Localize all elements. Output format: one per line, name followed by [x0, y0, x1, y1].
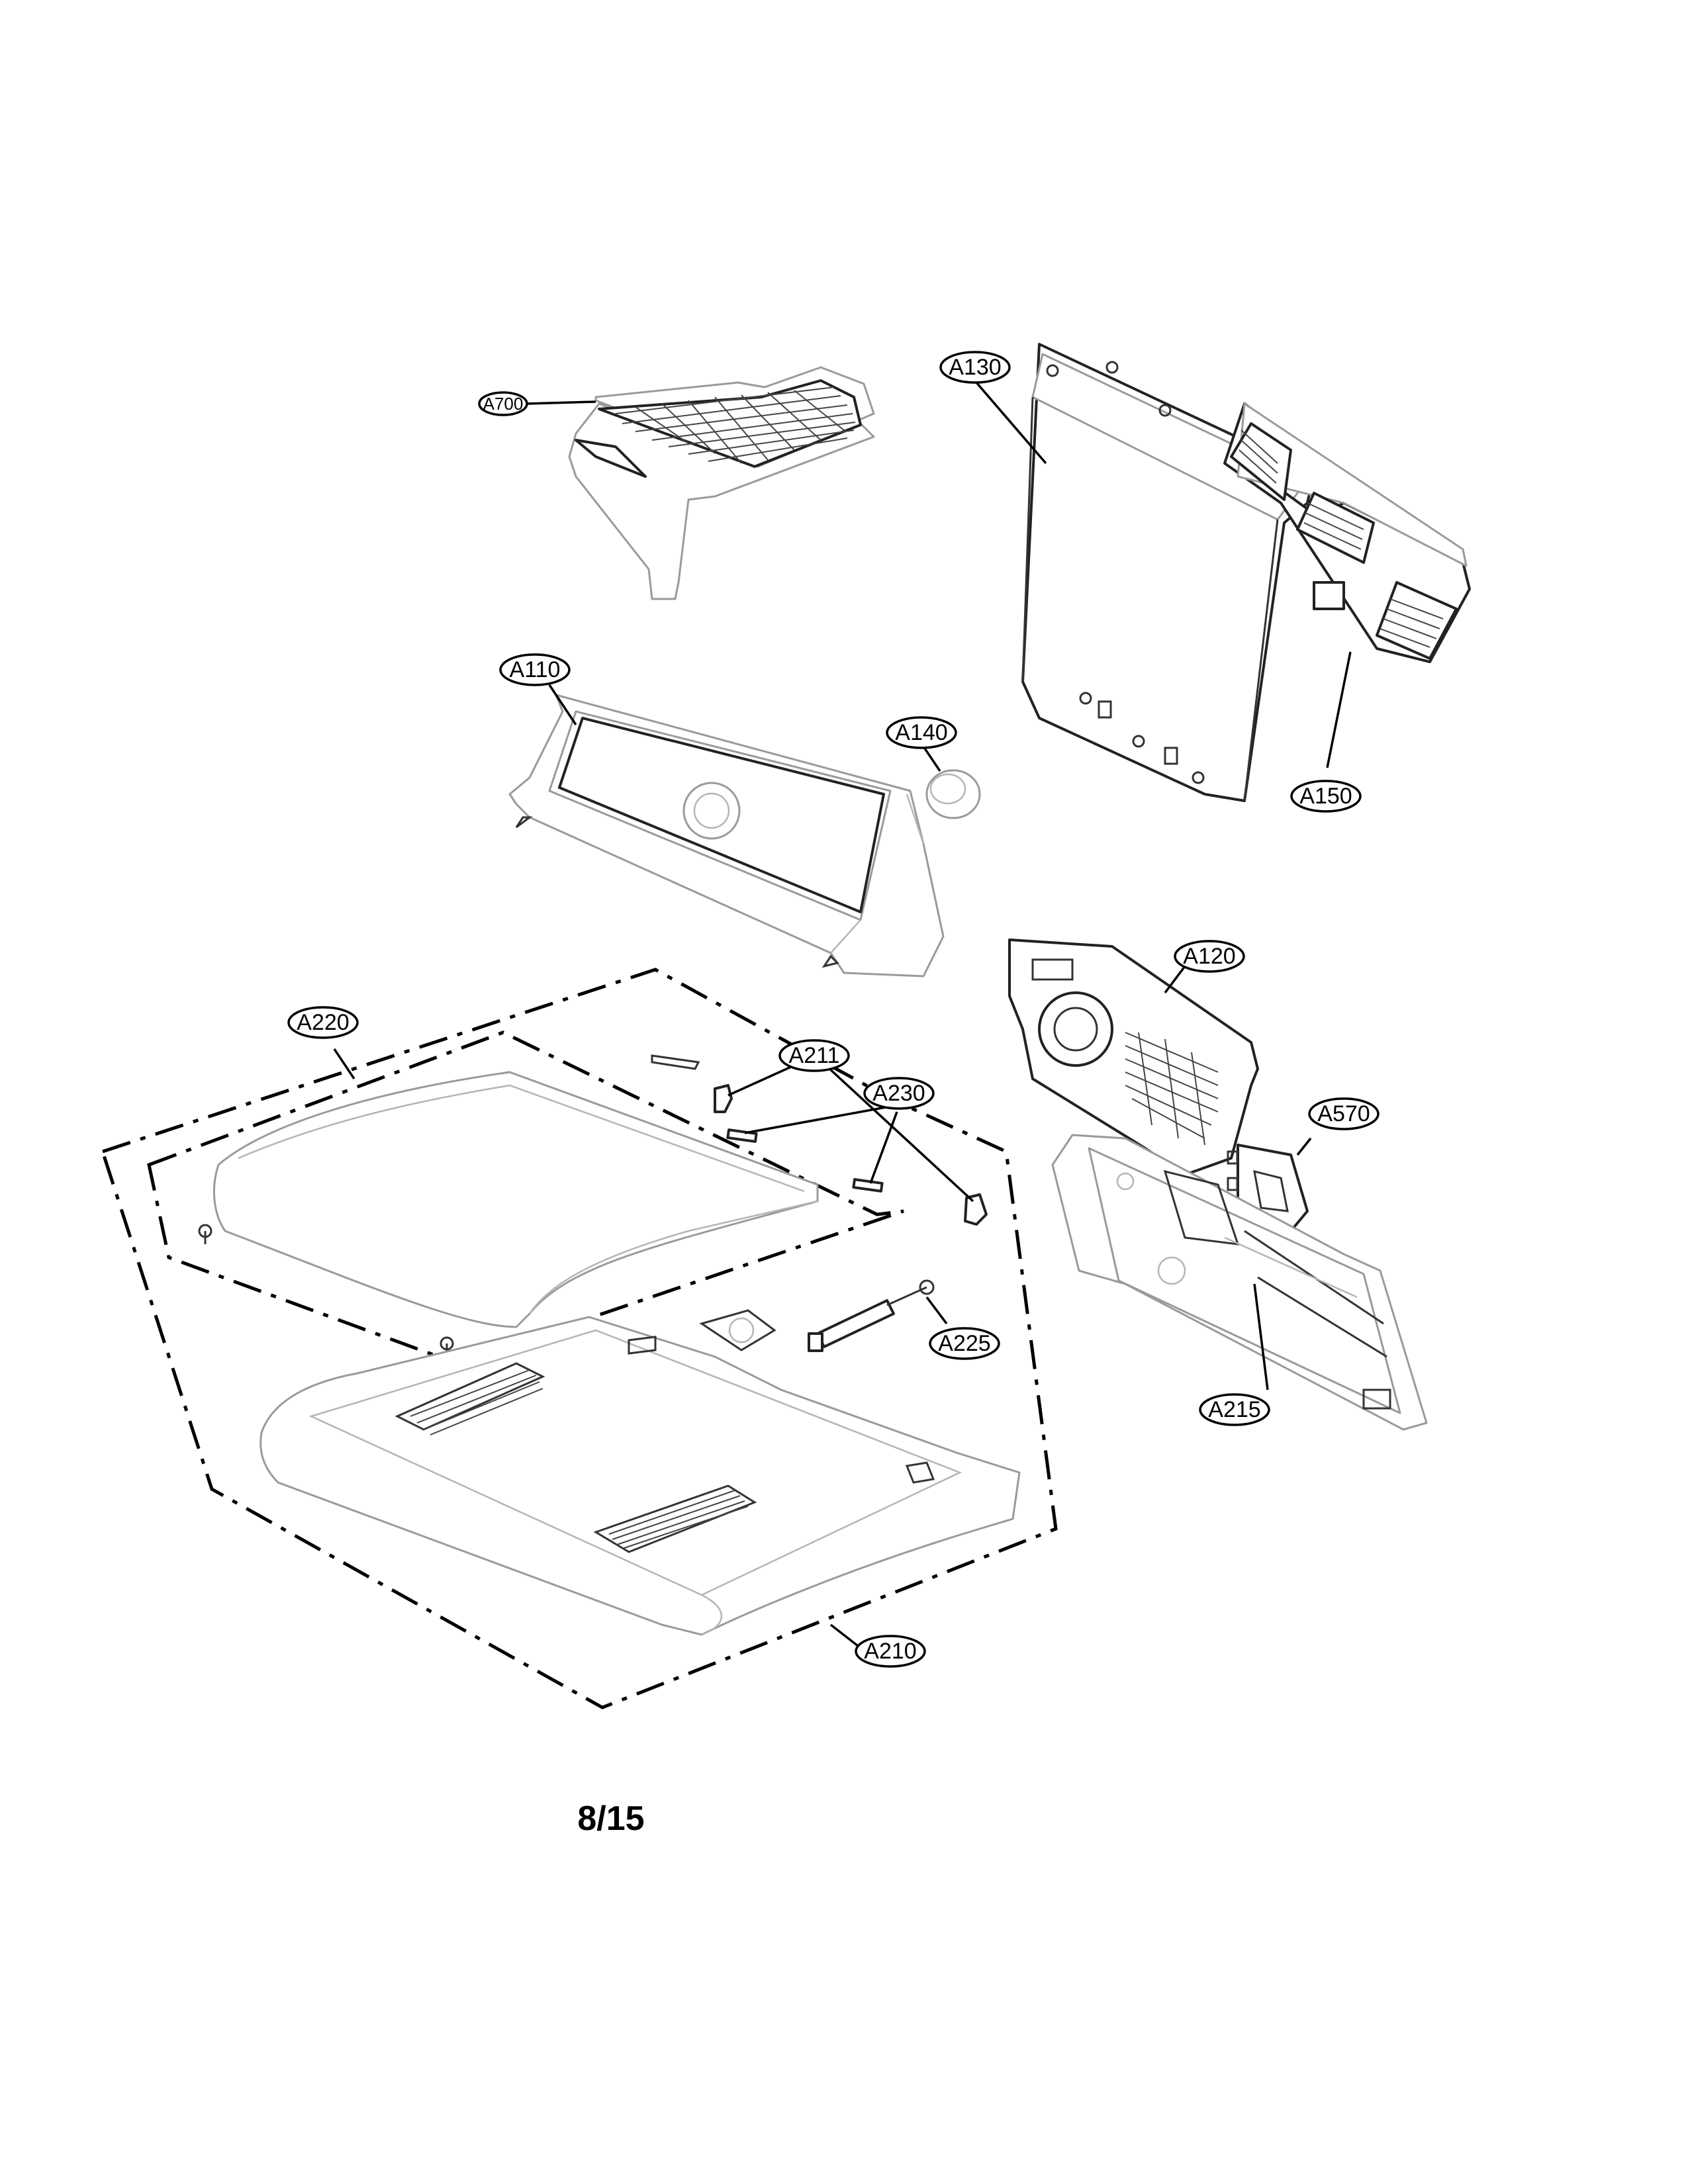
- callout-a225: A225: [929, 1327, 1000, 1360]
- callout-a215: A215: [1199, 1393, 1270, 1426]
- part-a110-control-panel: [508, 694, 945, 978]
- callout-a210: A210: [855, 1635, 926, 1668]
- callout-a225-label: A225: [938, 1331, 990, 1356]
- part-a220-lid: [198, 1071, 819, 1353]
- callout-a130-label: A130: [949, 355, 1001, 380]
- part-a225-gas-strut: [808, 1279, 935, 1352]
- callout-a211-label: A211: [789, 1043, 840, 1068]
- page-number: 8/15: [577, 1799, 644, 1838]
- callout-a215-label: A215: [1208, 1397, 1260, 1422]
- group-border-outer: [100, 968, 1058, 1709]
- callout-a120: A120: [1174, 940, 1245, 973]
- part-a130-control-box: [1021, 343, 1315, 802]
- callout-a140: A140: [886, 716, 957, 749]
- leader-lines: [333, 381, 1352, 1649]
- part-a140-knob: [925, 769, 981, 819]
- callout-a150: A150: [1290, 780, 1362, 813]
- part-a211-hinges: [651, 1054, 988, 1226]
- callout-a150-label: A150: [1299, 784, 1352, 809]
- callout-a120-label: A120: [1183, 944, 1235, 969]
- callout-a210-label: A210: [864, 1639, 916, 1664]
- part-a700-grille: [568, 366, 875, 600]
- callout-a700-label: A700: [483, 394, 524, 414]
- part-a150-display-housing: [1223, 402, 1471, 663]
- part-a215-rear-panel: [1051, 1134, 1428, 1431]
- part-a120-sub-pcb: [1008, 938, 1259, 1176]
- callout-a570: A570: [1308, 1097, 1380, 1130]
- callout-a230-label: A230: [872, 1081, 925, 1106]
- part-a210-top-plate: [259, 1309, 1021, 1636]
- callout-a130: A130: [939, 351, 1011, 384]
- callout-a570-label: A570: [1317, 1101, 1370, 1126]
- callout-a220-label: A220: [297, 1010, 349, 1035]
- group-border-inner: [147, 1030, 904, 1365]
- callout-a110-label: A110: [510, 657, 561, 682]
- callout-a211: A211: [778, 1039, 850, 1072]
- callout-a220: A220: [287, 1006, 359, 1039]
- callout-a140-label: A140: [895, 720, 947, 745]
- callout-a700: A700: [478, 391, 528, 416]
- callout-a110: A110: [499, 653, 571, 686]
- callout-a230: A230: [863, 1077, 935, 1110]
